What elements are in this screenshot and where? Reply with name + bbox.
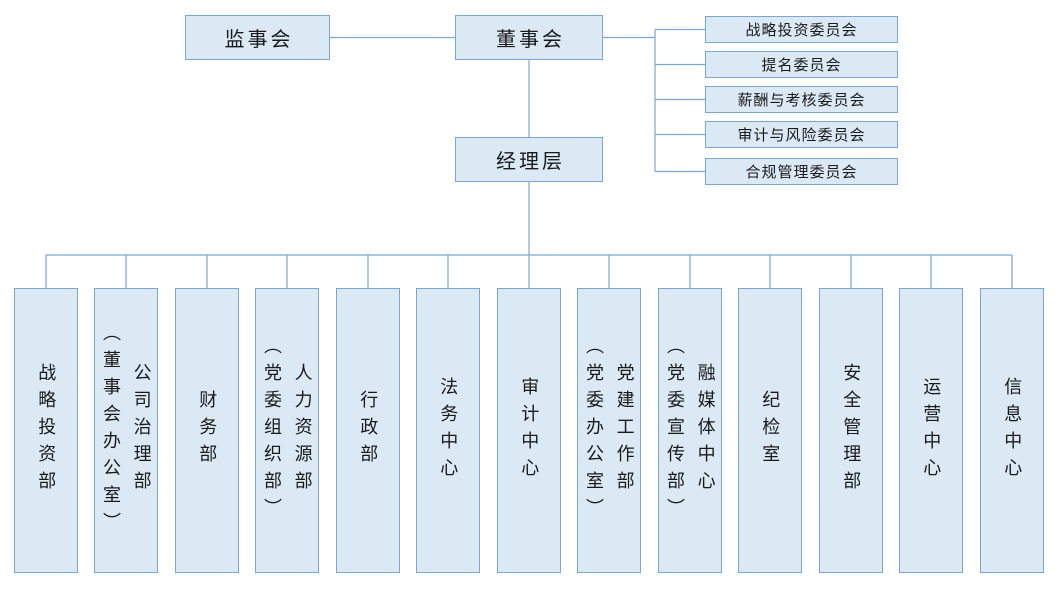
committee-label: 审计与风险委员会 (737, 128, 866, 144)
supervisory-board-label: 监事会 (224, 29, 294, 51)
committee-label: 薪酬与考核委员会 (737, 93, 866, 109)
department-label: 运营中心 (921, 376, 942, 485)
committee-node: 战略投资委员会 (705, 16, 898, 43)
department-node: 信息中心 (980, 288, 1044, 573)
board-node: 董事会 (455, 15, 603, 60)
management-label: 经理层 (496, 151, 565, 173)
management-node: 经理层 (455, 137, 603, 182)
committee-node: 合规管理委员会 (705, 158, 898, 185)
committee-label: 战略投资委员会 (745, 23, 858, 39)
department-node: 法务中心 (416, 288, 480, 573)
board-label: 董事会 (496, 29, 565, 51)
committee-label: 提名委员会 (761, 58, 842, 74)
department-node: 公司治理部 （董事会办公室） (94, 288, 158, 573)
department-label: 纪检室 (760, 390, 781, 471)
department-label: 法务中心 (438, 376, 459, 485)
department-label: 财务部 (197, 390, 218, 471)
department-node: 行政部 (336, 288, 400, 573)
department-node: 纪检室 (738, 288, 802, 573)
department-node: 人力资源部 （党委组织部） (255, 288, 319, 573)
department-label: 公司治理部 （董事会办公室） (101, 322, 152, 539)
department-node: 运营中心 (899, 288, 963, 573)
committee-label: 合规管理委员会 (745, 165, 858, 181)
department-node: 审计中心 (497, 288, 561, 573)
department-label: 安全管理部 (841, 363, 862, 498)
department-node: 战略投资部 (14, 288, 78, 573)
department-node: 融媒体中心 （党委宣传部） (658, 288, 722, 573)
department-label: 信息中心 (1002, 376, 1023, 485)
department-label: 融媒体中心 （党委宣传部） (665, 336, 716, 525)
department-node: 安全管理部 (819, 288, 883, 573)
department-label: 行政部 (358, 390, 379, 471)
department-node: 党建工作部 （党委办公室） (577, 288, 641, 573)
committee-node: 薪酬与考核委员会 (705, 86, 898, 113)
department-node: 财务部 (175, 288, 239, 573)
committee-node: 提名委员会 (705, 51, 898, 78)
department-label: 党建工作部 （党委办公室） (584, 336, 635, 525)
committee-node: 审计与风险委员会 (705, 121, 898, 148)
supervisory-board-node: 监事会 (185, 15, 330, 60)
department-label: 战略投资部 (36, 363, 57, 498)
department-label: 人力资源部 （党委组织部） (262, 336, 313, 525)
department-label: 审计中心 (519, 376, 540, 485)
